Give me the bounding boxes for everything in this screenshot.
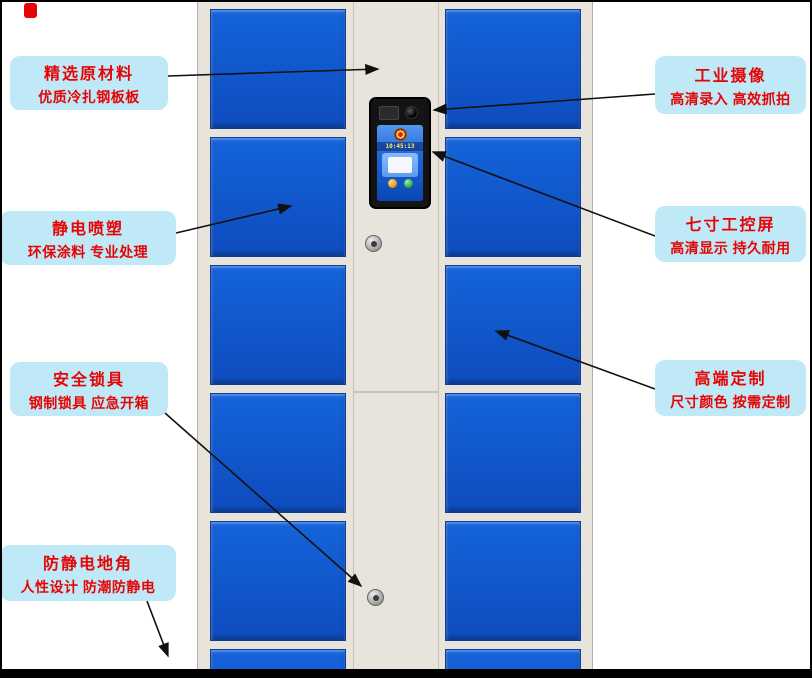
callout-camera: 工业摄像 高清录入 高效抓拍 — [655, 56, 806, 114]
callout-materials-title: 精选原材料 — [43, 65, 134, 83]
callout-custom-subtitle: 尺寸颜色 按需定制 — [670, 393, 791, 410]
brand-mark-icon — [24, 3, 37, 18]
callout-locks-subtitle: 钢制锁具 应急开箱 — [28, 394, 150, 411]
locker-door-right-4 — [445, 393, 581, 513]
id-sensor-icon — [379, 106, 399, 120]
callout-feet-title: 防静电地角 — [42, 555, 133, 573]
callout-coating-subtitle: 环保涂料 专业处理 — [27, 243, 149, 260]
callout-custom-title: 高端定制 — [694, 370, 767, 388]
panel-seam — [354, 391, 438, 393]
screen-button-orange-icon — [387, 179, 397, 188]
callout-coating: 静电喷塑 环保涂料 专业处理 — [0, 211, 176, 265]
callout-screen: 七寸工控屏 高清显示 持久耐用 — [655, 206, 806, 262]
touch-screen: 10:45:13 — [377, 125, 423, 201]
screen-content-card — [382, 153, 418, 177]
callout-feet: 防静电地角 人性设计 防潮防静电 — [0, 545, 176, 601]
locker-door-right-2 — [445, 137, 581, 257]
callout-coating-title: 静电喷塑 — [51, 220, 124, 238]
callout-screen-subtitle: 高清显示 持久耐用 — [670, 239, 791, 256]
locker-door-right-5 — [445, 521, 581, 641]
lock-keyhole-top — [365, 235, 382, 252]
locker-door-left-1 — [210, 9, 346, 129]
camera-strip — [376, 104, 424, 121]
locker-center-panel — [353, 1, 439, 677]
locker-cabinet: 10:45:13 — [197, 0, 593, 678]
callout-camera-title: 工业摄像 — [694, 67, 767, 85]
locker-door-left-2 — [210, 137, 346, 257]
callout-camera-subtitle: 高清录入 高效抓拍 — [670, 90, 791, 107]
callout-materials-subtitle: 优质冷扎钢板板 — [38, 88, 140, 105]
screen-content-inner — [388, 157, 412, 173]
camera-lens-icon — [405, 106, 418, 119]
locker-door-right-3 — [445, 265, 581, 385]
emblem-badge-icon — [393, 128, 407, 141]
arrow-feet — [146, 600, 169, 658]
control-terminal: 10:45:13 — [369, 97, 431, 209]
lock-keyhole-bottom — [367, 589, 384, 606]
callout-feet-subtitle: 人性设计 防潮防静电 — [20, 578, 156, 595]
locker-door-left-5 — [210, 521, 346, 641]
screen-time: 10:45:13 — [377, 142, 423, 151]
callout-locks: 安全锁具 钢制锁具 应急开箱 — [10, 362, 168, 416]
callout-locks-title: 安全锁具 — [52, 371, 125, 389]
callout-custom: 高端定制 尺寸颜色 按需定制 — [655, 360, 806, 416]
callout-screen-title: 七寸工控屏 — [685, 216, 776, 234]
screen-buttons — [377, 179, 423, 188]
callout-materials: 精选原材料 优质冷扎钢板板 — [10, 56, 168, 110]
screen-button-green-icon — [403, 179, 413, 188]
locker-door-left-4 — [210, 393, 346, 513]
locker-door-right-1 — [445, 9, 581, 129]
image-bottom-border — [0, 669, 812, 678]
locker-door-left-3 — [210, 265, 346, 385]
